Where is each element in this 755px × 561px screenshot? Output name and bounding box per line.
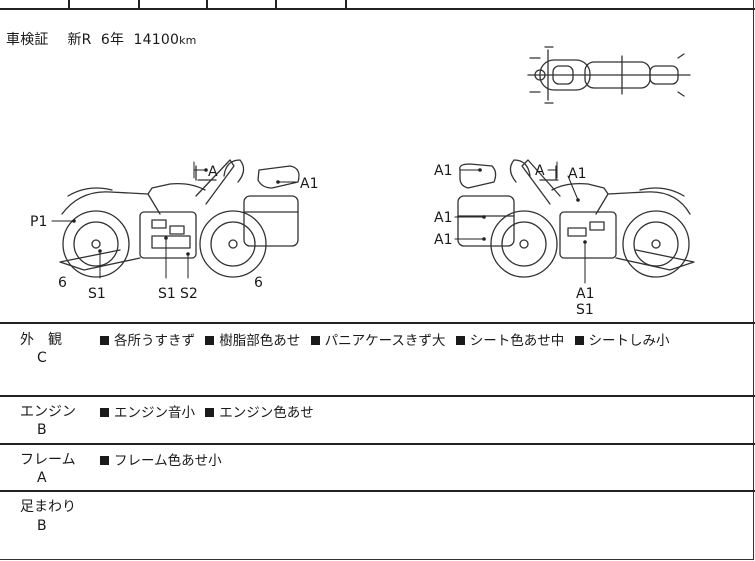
registration-line: 車検証 新R 6年 14100km xyxy=(6,29,197,49)
bullet-square-icon xyxy=(100,456,109,465)
bullet-square-icon xyxy=(100,408,109,417)
motorcycle-top-view xyxy=(527,46,691,104)
section-divider xyxy=(0,490,755,492)
section-grade-frame: A xyxy=(37,470,47,486)
bullet-square-icon xyxy=(310,336,320,345)
note-item: シートしみ小 xyxy=(574,333,670,349)
damage-label-a1: A1 xyxy=(300,176,318,192)
damage-label-s1-front: S1 xyxy=(88,286,106,302)
bullet-square-icon xyxy=(100,336,109,345)
damage-label-6-rear: 6 xyxy=(254,275,263,291)
section-notes-engine: エンジン音小 エンジン色あせ xyxy=(100,401,320,421)
damage-label-a: A xyxy=(208,164,218,180)
damage-label-a1-upper: A1 xyxy=(434,210,452,226)
registration-unit: km xyxy=(179,34,197,47)
damage-label-s2: S2 xyxy=(180,286,198,302)
damage-label-a1-lower: A1 xyxy=(434,232,452,248)
bullet-square-icon xyxy=(455,336,465,345)
registration-years: 6年 xyxy=(100,32,125,48)
note-item: エンジン音小 xyxy=(100,405,195,421)
header-border xyxy=(0,8,755,10)
damage-label-s1: S1 xyxy=(158,286,176,302)
note-item: 樹脂部色あせ xyxy=(205,333,300,349)
section-grade-exterior: C xyxy=(37,350,47,366)
damage-label-6-front: 6 xyxy=(58,275,67,291)
header-divider xyxy=(206,0,208,9)
section-divider xyxy=(0,443,755,445)
section-notes-frame: フレーム色あせ小 xyxy=(100,449,228,469)
damage-label-a1-seat: A1 xyxy=(434,163,452,179)
section-divider xyxy=(0,322,755,324)
damage-label-a1-bottom: A1 xyxy=(576,286,594,302)
note-item: フレーム色あせ小 xyxy=(100,453,222,469)
registration-type: 新R xyxy=(67,32,92,48)
header-divider xyxy=(345,0,347,9)
section-name-suspension: 足まわり xyxy=(20,499,76,515)
section-name-frame: フレーム xyxy=(20,452,76,468)
note-item: エンジン色あせ xyxy=(205,405,314,421)
registration-label: 車検証 xyxy=(6,32,49,48)
damage-label-p1: P1 xyxy=(30,214,47,230)
motorcycle-right-view xyxy=(457,159,695,278)
note-item: 各所うすきず xyxy=(100,333,195,349)
bullet-square-icon xyxy=(574,336,584,345)
section-notes-exterior: 各所うすきず 樹脂部色あせ パニアケースきず大 シート色あせ中 シートしみ小 xyxy=(100,329,676,349)
note-item: パニアケースきず大 xyxy=(310,333,445,349)
motorcycle-left-view xyxy=(59,159,300,278)
registration-odometer: 14100 xyxy=(133,32,180,48)
section-grade-engine: B xyxy=(37,422,47,438)
section-divider xyxy=(0,395,755,397)
header-divider xyxy=(138,0,140,9)
damage-label-a1-tank: A1 xyxy=(568,166,586,182)
motorcycle-damage-diagram: A A1 P1 6 S1 S1 S2 6 A1 A A1 A1 A1 A1 S1 xyxy=(30,46,695,318)
header-divider xyxy=(68,0,70,9)
section-name-engine: エンジン xyxy=(20,404,76,420)
section-name-exterior: 外 観 xyxy=(20,332,62,348)
damage-label-a-right: A xyxy=(535,163,545,179)
note-item: シート色あせ中 xyxy=(455,333,564,349)
bullet-square-icon xyxy=(205,408,215,417)
header-divider xyxy=(275,0,277,9)
damage-label-s1-bottom: S1 xyxy=(576,302,594,318)
section-grade-suspension: B xyxy=(37,518,47,534)
bullet-square-icon xyxy=(205,336,215,345)
